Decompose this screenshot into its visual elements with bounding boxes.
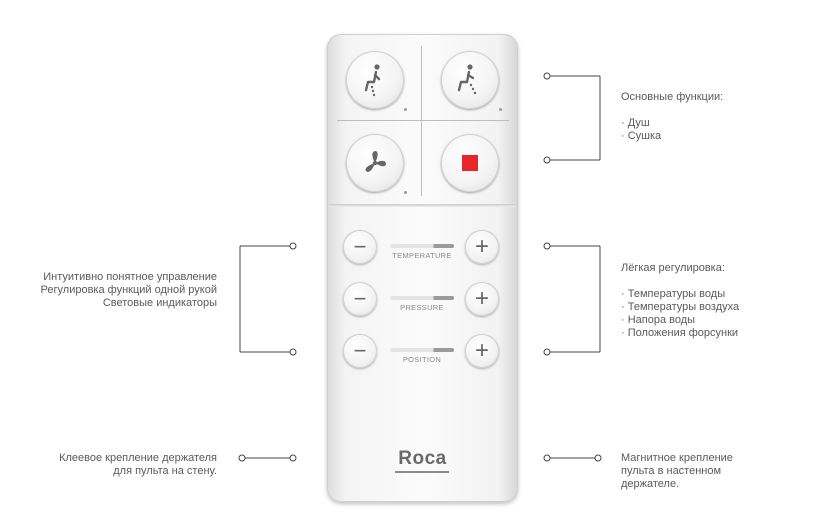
position-label: POSITION (402, 355, 442, 364)
brand-underline (395, 471, 449, 473)
pressure-slider (390, 296, 454, 300)
callout-line: Магнитное крепление (621, 452, 733, 464)
stop-icon (462, 155, 478, 171)
callout-item: · Душ (621, 117, 650, 129)
divider (337, 120, 509, 121)
callout-item: · Температуры воды (621, 288, 726, 300)
position-plus-button[interactable]: + (465, 334, 499, 368)
callout-item: · Сушка (621, 130, 662, 142)
callout-title: Основные функции: (621, 91, 724, 103)
callout-adhesive-mount: Клеевое крепление держателя для пульта н… (59, 452, 217, 478)
rear-wash-button[interactable] (346, 51, 404, 109)
plus-icon: + (474, 337, 489, 364)
fan-icon (365, 151, 386, 172)
minus-icon: − (353, 286, 367, 311)
pressure-plus-button[interactable]: + (465, 282, 499, 316)
indicator-dot (499, 108, 502, 111)
callout-main-functions: Основные функции: · Душ · Сушка (621, 91, 723, 143)
callout-easy-adjustment: Лёгкая регулировка: · Температуры воды ·… (621, 262, 739, 340)
brand-logo: Roca (398, 448, 447, 469)
rear-wash-icon (364, 64, 381, 97)
pressure-label: PRESSURE (400, 303, 444, 312)
callout-dot (543, 156, 551, 164)
minus-icon: − (353, 338, 367, 363)
front-wash-icon (457, 64, 477, 95)
indicator-dot (404, 191, 407, 194)
callout-title: Лёгкая регулировка: (621, 262, 725, 274)
callout-item: · Положения форсунки (621, 327, 739, 339)
front-wash-button[interactable] (441, 51, 499, 109)
divider (421, 46, 422, 196)
minus-icon: − (353, 234, 367, 259)
callout-dot (543, 72, 551, 80)
stop-button[interactable] (441, 134, 499, 192)
callout-item: · Температуры воздуха (621, 301, 740, 313)
callout-line: для пульта на стену. (113, 465, 217, 477)
callout-line: держателе. (621, 478, 680, 490)
callout-line: пульта в настенном (621, 465, 722, 477)
position-slider (390, 348, 454, 352)
callout-line: Интуитивно понятное управление (43, 271, 217, 283)
temperature-minus-button[interactable]: − (343, 230, 377, 264)
callout-intuitive-control: Интуитивно понятное управление Регулиров… (41, 271, 217, 310)
callout-line: Регулировка функций одной рукой (40, 284, 217, 296)
dry-button[interactable] (346, 134, 404, 192)
callout-line: Клеевое крепление держателя (59, 452, 217, 464)
temperature-plus-button[interactable]: + (465, 230, 499, 264)
plus-icon: + (474, 285, 489, 312)
indicator-dot (404, 108, 407, 111)
callout-line: Световые индикаторы (102, 297, 217, 309)
temperature-slider (390, 244, 454, 248)
callout-magnetic-mount: Магнитное крепление пульта в настенном д… (621, 452, 733, 491)
temperature-label: TEMPERATURE (392, 251, 452, 260)
remote-control: − TEMPERATURE + − PRESSURE + − POSITION … (327, 34, 518, 502)
pressure-minus-button[interactable]: − (343, 282, 377, 316)
plus-icon: + (474, 233, 489, 260)
callout-item: · Напора воды (621, 314, 696, 326)
position-minus-button[interactable]: − (343, 334, 377, 368)
section-divider (329, 204, 516, 207)
